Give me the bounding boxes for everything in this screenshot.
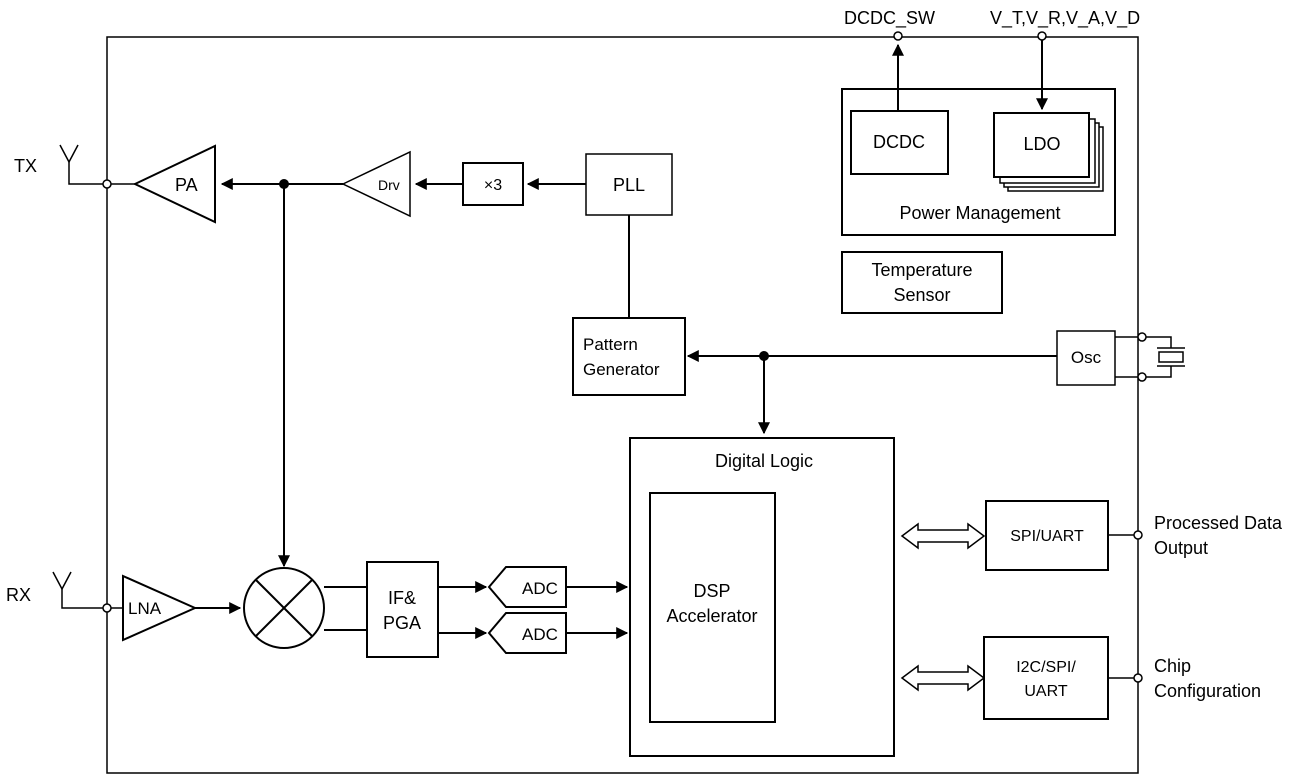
dcdc-block: DCDC — [850, 110, 949, 175]
chip-configuration-line1: Chip — [1154, 656, 1191, 676]
power-management-label: Power Management — [899, 203, 1060, 223]
spi-uart-label: SPI/UART — [1010, 528, 1084, 545]
tripler-block: ×3 — [462, 162, 524, 206]
chip-configuration-pin — [1133, 673, 1143, 683]
pattern-generator-block: Pattern Generator — [572, 317, 686, 396]
pll-label: PLL — [613, 175, 645, 195]
processed-data-output-line2: Output — [1154, 538, 1208, 558]
chip-configuration-line2: Configuration — [1154, 681, 1261, 701]
spi-uart-block: SPI/UART — [985, 500, 1109, 571]
if-pga-block: IF& PGA — [366, 561, 439, 658]
i2c-spi-uart-line2: UART — [1024, 683, 1067, 700]
temperature-sensor-line1: Temperature — [871, 260, 972, 280]
pa-amplifier: PA — [132, 144, 216, 224]
dsp-accelerator-line2: Accelerator — [666, 606, 757, 626]
i2c-bus-arrow-icon — [900, 664, 986, 692]
adc-top-block: ADC — [487, 566, 567, 608]
processed-data-output-line1: Processed Data — [1154, 513, 1283, 533]
dsp-accelerator-line1: DSP — [693, 581, 730, 601]
rx-antenna-icon — [52, 571, 107, 609]
drv-amplifier: Drv — [341, 150, 411, 218]
crystal-icon — [1115, 332, 1185, 382]
adc-top-label: ADC — [522, 579, 558, 598]
pattern-generator-line2: Generator — [583, 360, 660, 379]
adc-bottom-block: ADC — [487, 612, 567, 654]
temperature-sensor-block: Temperature Sensor — [841, 251, 1003, 314]
tx-antenna-icon — [59, 144, 107, 185]
tripler-label: ×3 — [484, 177, 502, 194]
rx-pin — [102, 603, 112, 613]
chip-boundary — [106, 36, 1139, 774]
spi-uart-bus-arrow-icon — [900, 522, 986, 550]
lna-label: LNA — [128, 599, 162, 618]
lna-amplifier: LNA — [122, 574, 198, 642]
if-pga-line1: IF& — [388, 588, 416, 608]
dsp-accelerator-block: DSP Accelerator — [649, 492, 776, 723]
ldo-label: LDO — [1023, 134, 1060, 154]
dcdc-label: DCDC — [873, 132, 925, 152]
rx-label: RX — [6, 585, 31, 605]
i2c-spi-uart-block: I2C/SPI/ UART — [983, 636, 1109, 720]
pattern-generator-line1: Pattern — [583, 335, 638, 354]
ldo-block-stack: LDO — [993, 112, 1104, 192]
processed-data-pin — [1133, 530, 1143, 540]
supplies-label: V_T,V_R,V_A,V_D — [990, 8, 1140, 29]
dcdc-sw-pin — [893, 31, 903, 41]
drv-label: Drv — [378, 177, 400, 193]
temperature-sensor-line2: Sensor — [893, 285, 950, 305]
pa-label: PA — [175, 175, 198, 195]
supplies-pin — [1037, 31, 1047, 41]
osc-block: Osc — [1056, 330, 1116, 386]
adc-bottom-label: ADC — [522, 625, 558, 644]
mixer-icon — [243, 567, 325, 649]
i2c-spi-uart-line1: I2C/SPI/ — [1016, 659, 1076, 676]
digital-logic-label: Digital Logic — [715, 451, 813, 471]
tx-label: TX — [14, 156, 37, 176]
dcdc-sw-label: DCDC_SW — [844, 8, 935, 29]
tx-pin — [102, 179, 112, 189]
pll-block: PLL — [585, 153, 673, 216]
osc-label: Osc — [1071, 348, 1102, 367]
if-pga-line2: PGA — [383, 613, 421, 633]
